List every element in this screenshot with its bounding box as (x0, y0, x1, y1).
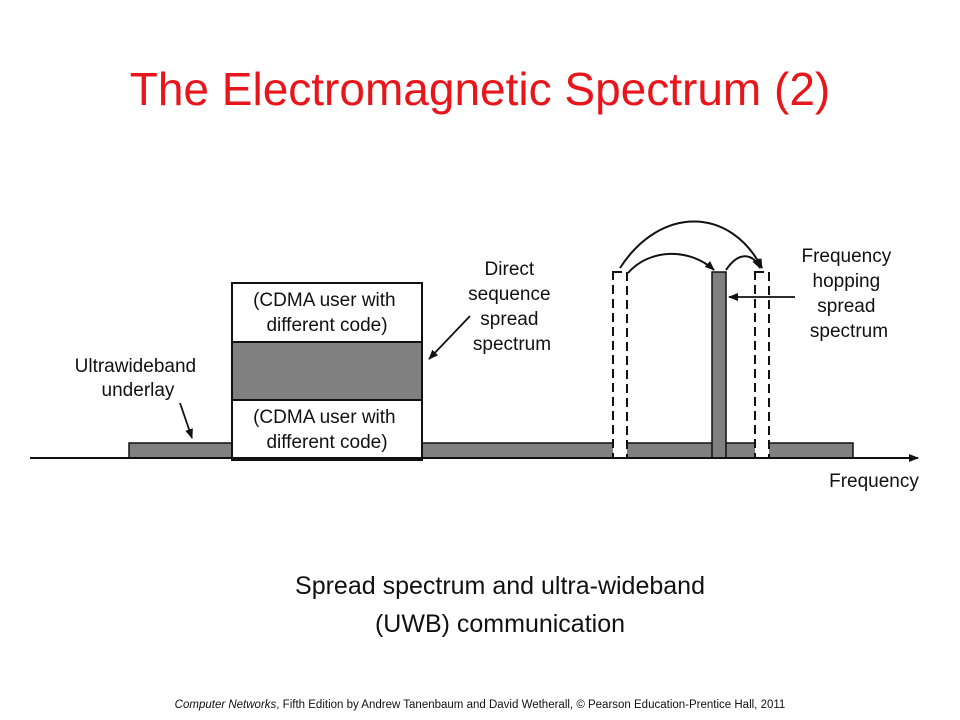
uwb-label: Ultrawideband underlay (75, 356, 202, 401)
dsss-pointer-arrow (428, 315, 471, 360)
uwb-label-line1: Ultrawideband (75, 356, 196, 377)
footer-book-title: Computer Networks (174, 699, 277, 711)
cdma-bottom-label-line2: different code) (266, 432, 387, 453)
uwb-pointer-arrow (179, 402, 193, 439)
slide-title: The Electromagnetic Spectrum (2) (129, 63, 831, 115)
dsss-band (231, 341, 423, 401)
hop-arc-right (725, 255, 761, 271)
footer-credit: Computer Networks, Fifth Edition by Andr… (0, 699, 960, 711)
hop-arc-left (627, 252, 715, 274)
hop-arc-large (619, 220, 763, 269)
fhss-label-line1: Frequency (801, 246, 891, 267)
fhss-label: Frequency hopping spread spectrum (801, 246, 896, 342)
cdma-top-label-line2: different code) (266, 315, 387, 336)
dsss-label-line4: spectrum (473, 334, 551, 355)
dsss-label-line1: Direct (485, 259, 535, 280)
caption-line-1: Spread spectrum and ultra-wideband (295, 572, 705, 600)
cdma-top-label: (CDMA user with different code) (253, 290, 401, 336)
hop-slot-active (711, 271, 727, 459)
hop-slot-right (754, 271, 770, 459)
uwb-label-line2: underlay (102, 380, 175, 401)
fhss-label-line4: spectrum (810, 321, 888, 342)
cdma-box-bottom (231, 399, 423, 461)
axis-label: Frequency (829, 471, 919, 492)
dsss-label: Direct sequence spread spectrum (468, 259, 556, 355)
caption-line-2: (UWB) communication (374, 610, 626, 638)
dsss-label-line2: sequence (468, 284, 550, 305)
dsss-label-line3: spread (480, 309, 538, 330)
cdma-bottom-label: (CDMA user with different code) (253, 407, 401, 453)
fhss-label-line3: spread (817, 296, 875, 317)
footer-credit-text: , Fifth Edition by Andrew Tanenbaum and … (276, 699, 786, 711)
cdma-top-label-line1: (CDMA user with (253, 290, 396, 311)
hop-slot-left (612, 271, 628, 459)
cdma-bottom-label-line1: (CDMA user with (253, 407, 396, 428)
fhss-label-line2: hopping (813, 271, 881, 292)
